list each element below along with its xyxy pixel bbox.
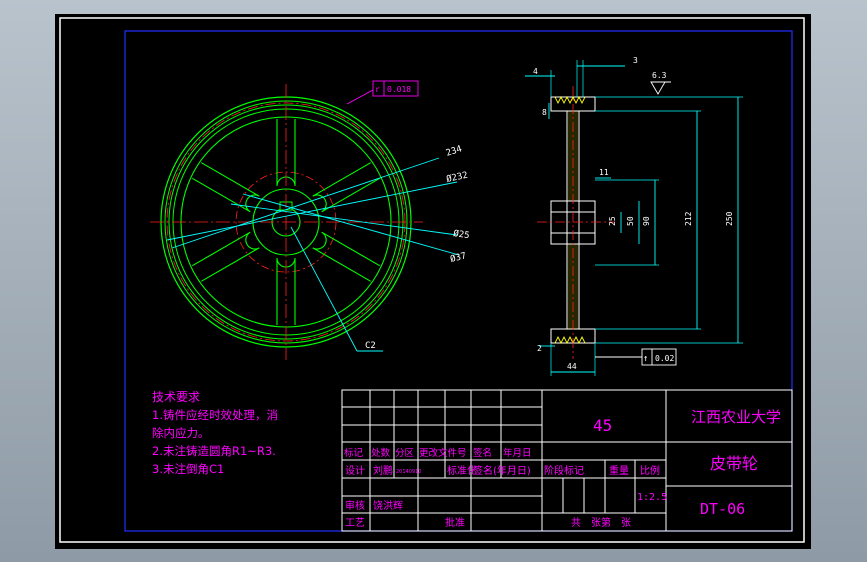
tb-material: 45 — [593, 416, 612, 435]
tb-header-count: 处数 — [371, 447, 391, 459]
tolerance-leader — [346, 89, 374, 105]
chamfer-c2-label: C2 — [365, 341, 376, 351]
drawing-canvas[interactable]: 234 Ø232 Ø25 Ø37 C2 r 0.018 — [55, 14, 811, 549]
tb-header-date: 年月日 — [503, 447, 532, 459]
dim-25-label: 25 — [608, 216, 617, 226]
dim-2-label: 2 — [537, 344, 542, 353]
dim-8-label: 8 — [542, 108, 547, 117]
section-view: 25 50 90 212 250 4 3 8 11 6.3 2 44 ↑ 0.0… — [525, 56, 743, 376]
leader-c2 — [290, 226, 358, 352]
cad-viewport[interactable]: 234 Ø232 Ø25 Ø37 C2 r 0.018 — [55, 14, 811, 549]
spoke-1 — [312, 231, 380, 282]
tb-scale-value: 1:2.5 — [637, 492, 667, 503]
spoke-6 — [312, 162, 380, 213]
dim-212-label: 212 — [684, 211, 693, 226]
roughness-value: 6.3 — [652, 71, 667, 80]
dim-90-label: 90 — [642, 216, 651, 226]
spoke-3 — [192, 231, 260, 282]
tb-header-zone: 分区 — [395, 448, 415, 459]
notes-line-1: 1.铸件应经时效处理，消 — [152, 408, 278, 422]
notes-line-2: 除内应力。 — [152, 426, 210, 440]
dim-50-label: 50 — [626, 216, 635, 226]
dim-d37-label: Ø37 — [449, 250, 467, 265]
tb-review-label: 审核 — [345, 499, 365, 512]
technical-notes: 技术要求 1.铸件应经时效处理，消 除内应力。 2.未注铸造圆角R1~R3. 3… — [152, 390, 278, 476]
tb-school: 江西农业大学 — [691, 408, 781, 426]
dim-44-label: 44 — [567, 362, 577, 371]
notes-line-4: 3.未注倒角C1 — [152, 462, 224, 476]
dim-250-label: 250 — [725, 211, 734, 226]
spoke-4 — [192, 162, 260, 213]
tb-approve-label: 批准 — [445, 516, 465, 529]
dim-11-label: 11 — [599, 168, 609, 177]
tb-header-change: 更改文件号 — [419, 447, 467, 459]
tb-header-sign: 签名 — [473, 447, 492, 459]
tb-weight-label: 重量 — [609, 464, 629, 477]
groove-teeth-bottom — [554, 335, 586, 345]
tb-design-date: 20140910 — [396, 469, 421, 475]
runout-symbol: ↑ — [643, 354, 648, 364]
dim-234-label: 234 — [445, 144, 464, 159]
notes-line-3: 2.未注铸造圆角R1~R3. — [152, 444, 276, 458]
runout-value: 0.02 — [655, 354, 674, 363]
front-view: 234 Ø232 Ø25 Ø37 C2 r 0.018 — [150, 80, 471, 360]
tb-designer: 刘鹏 — [373, 464, 393, 477]
spokes — [192, 119, 380, 325]
tb-standardize-label: 标准化 — [447, 464, 477, 477]
title-block — [341, 389, 793, 532]
tolerance-frame — [372, 80, 419, 97]
runout-frame — [641, 348, 677, 366]
tolerance-value: 0.018 — [387, 85, 411, 94]
notes-title: 技术要求 — [152, 390, 200, 404]
tb-part-name: 皮带轮 — [710, 454, 758, 473]
tb-drawing-no: DT-06 — [700, 500, 745, 518]
leader-d37 — [242, 193, 460, 256]
web-hatch-top — [568, 111, 578, 201]
roughness-symbol — [650, 81, 666, 95]
tb-stage-mark-label: 阶段标记 — [544, 464, 584, 477]
dim-4-label: 4 — [533, 67, 538, 76]
title-block-text: 标记 处数 分区 更改文件号 签名 年月日 设计 刘鹏 20140910 标准化… — [344, 408, 781, 529]
tb-process-label: 工艺 — [345, 517, 365, 529]
spoke-5 — [276, 119, 296, 187]
tb-sheets: 共 张第 张 — [571, 516, 631, 529]
leader-234 — [171, 157, 440, 249]
tolerance-symbol: r — [375, 85, 380, 94]
outer-frame — [59, 17, 805, 543]
dim-d232-label: Ø232 — [445, 170, 469, 185]
leader-d232 — [166, 181, 458, 241]
tb-scale-label: 比例 — [640, 464, 660, 477]
tb-sign-date-label: 签名(年月日) — [473, 464, 531, 477]
dim-d25-label: Ø25 — [453, 228, 471, 241]
groove-teeth-top — [554, 95, 586, 105]
dim-3-label: 3 — [633, 56, 638, 65]
tb-reviewer: 饶洪辉 — [373, 499, 403, 512]
spoke-2 — [276, 257, 296, 325]
leader-d25 — [230, 203, 458, 236]
tb-design-label: 设计 — [345, 464, 365, 477]
tb-header-mark: 标记 — [344, 447, 364, 459]
